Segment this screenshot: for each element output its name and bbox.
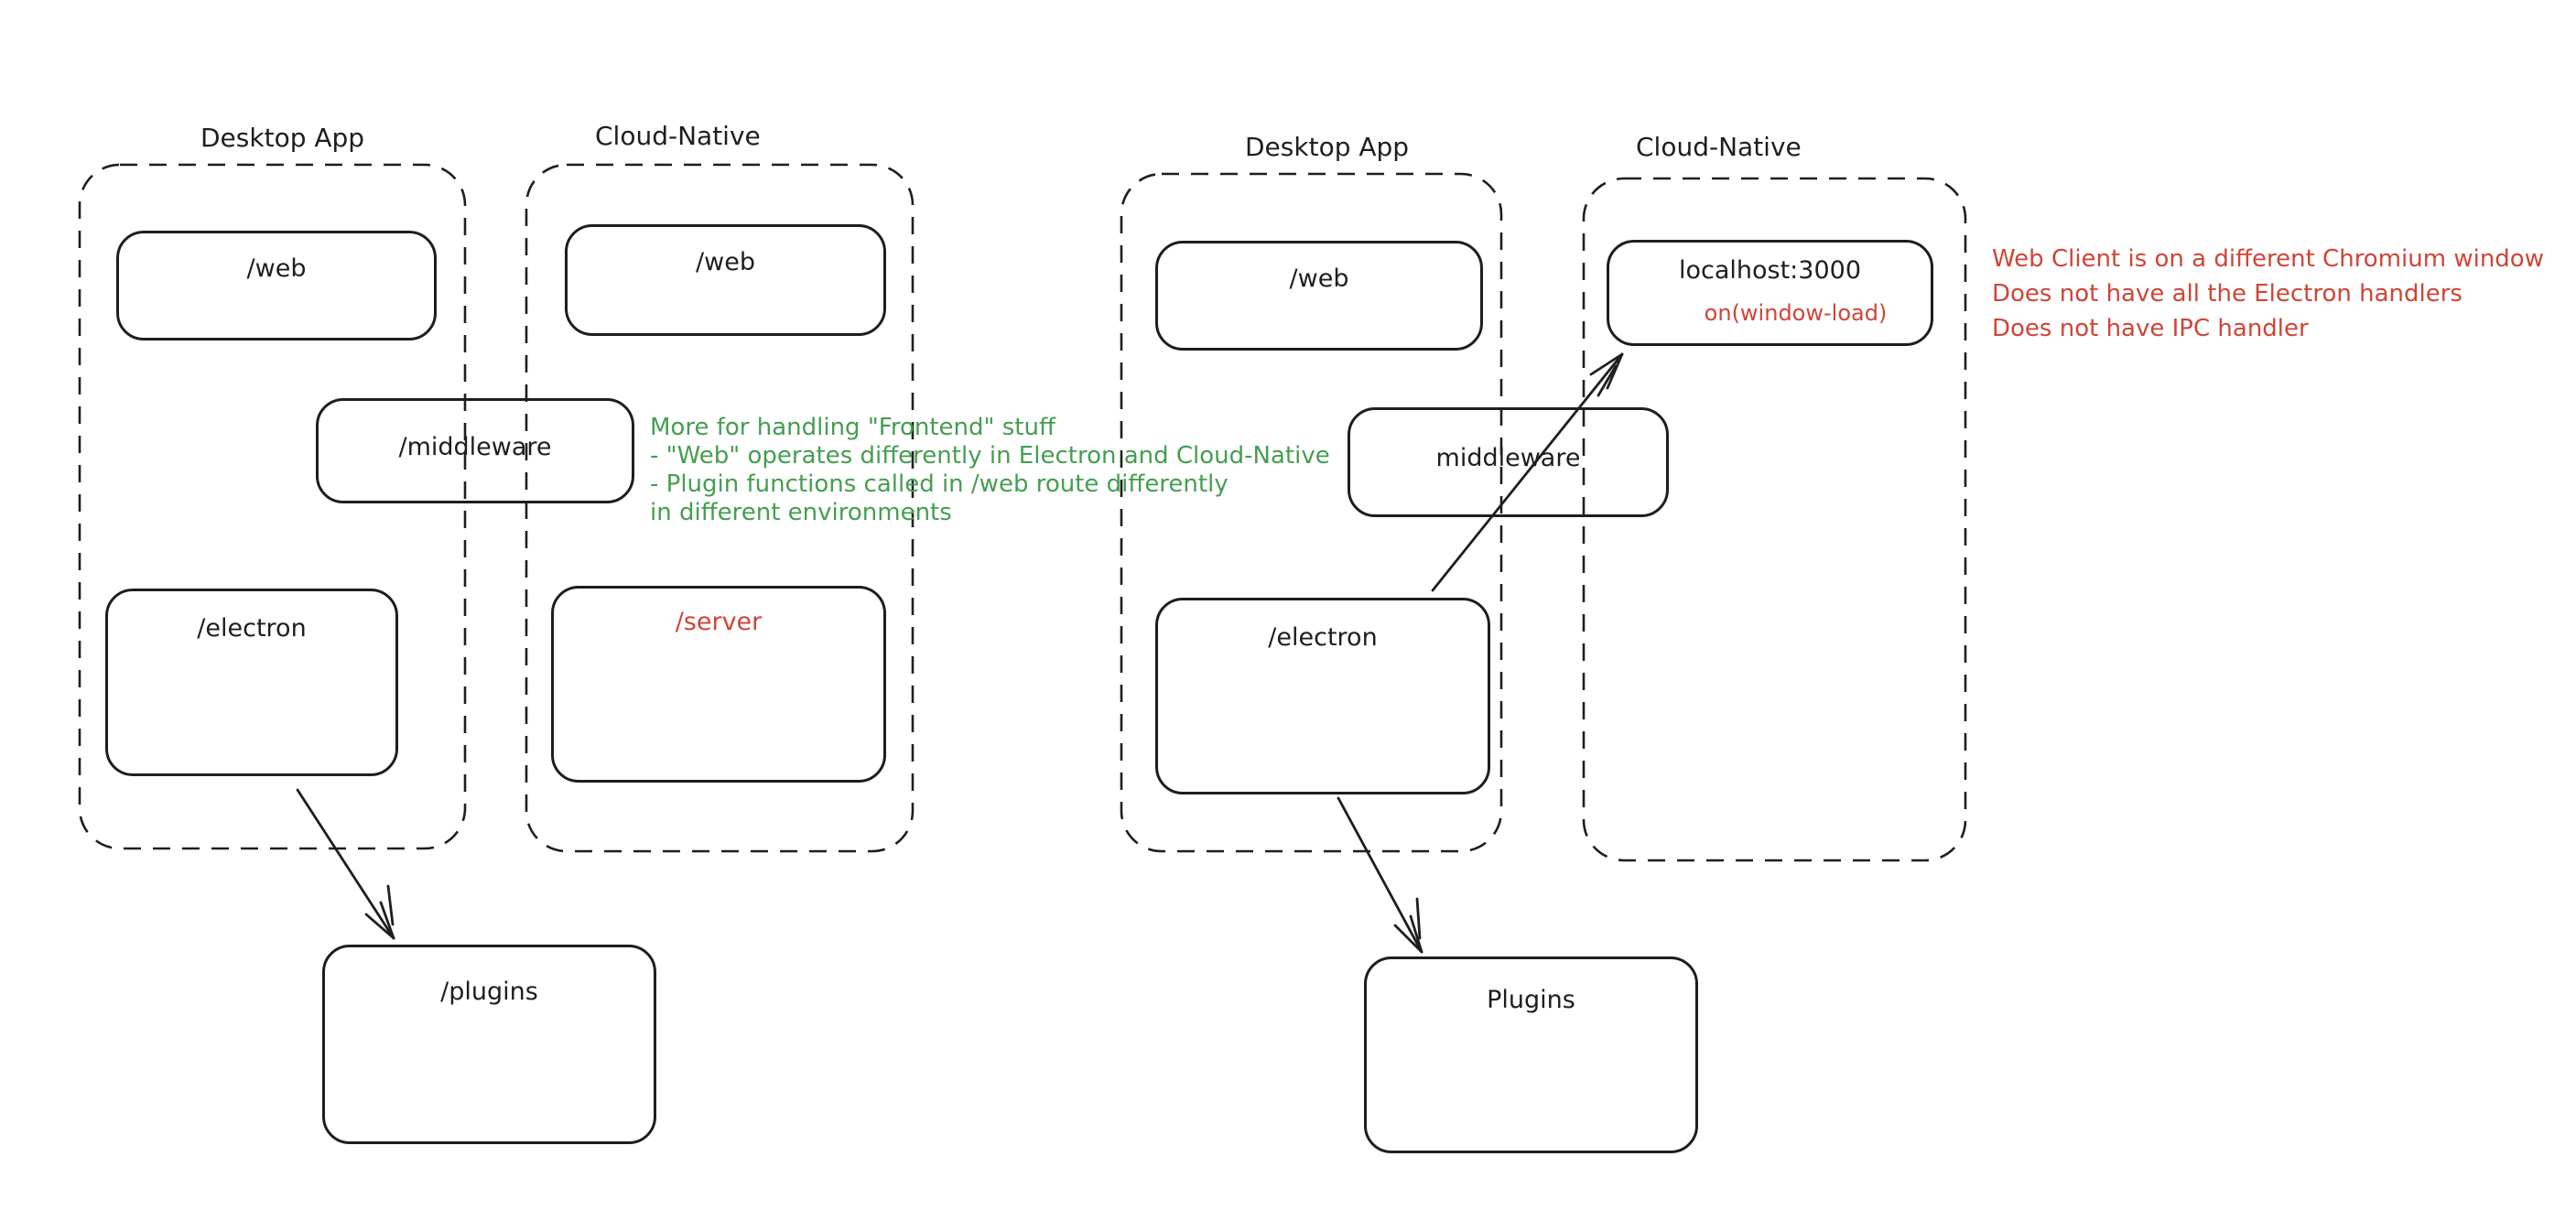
left-electron-label: /electron	[197, 614, 307, 643]
right-plugins-box: Plugins	[1364, 956, 1698, 1153]
frontend-note: More for handling "Frontend" stuff - "We…	[650, 414, 1330, 527]
web-client-note-line-2: Does not have all the Electron handlers	[1992, 280, 2462, 308]
localhost-box: localhost:3000 on(window-load)	[1607, 240, 1933, 346]
web-client-note-line-1: Web Client is on a different Chromium wi…	[1992, 245, 2544, 273]
right-middleware-box: middleware	[1348, 407, 1669, 517]
left-cloud-web-box: /web	[565, 224, 886, 336]
right-desktop-web-box: /web	[1155, 241, 1483, 351]
left-plugins-box: /plugins	[322, 945, 656, 1144]
localhost-label: localhost:3000	[1678, 256, 1861, 285]
left-server-box: /server	[551, 586, 886, 783]
frontend-note-line-1: More for handling "Frontend" stuff	[650, 414, 1055, 441]
frontend-note-line-3: - Plugin functions called in /web route …	[650, 470, 1228, 498]
left-middleware-box: /middleware	[316, 398, 634, 503]
arrow-electron-to-plugins-left	[296, 788, 395, 940]
right-electron-label: /electron	[1268, 623, 1378, 652]
right-desktop-web-label: /web	[1289, 265, 1349, 293]
web-client-note: Web Client is on a different Chromium wi…	[1992, 242, 2544, 346]
web-client-note-line-3: Does not have IPC handler	[1992, 315, 2309, 342]
window-load-label: on(window-load)	[1704, 300, 1888, 326]
right-electron-box: /electron	[1155, 598, 1490, 794]
left-middleware-label: /middleware	[398, 433, 552, 461]
right-cloud-native-label: Cloud-Native	[1636, 132, 1802, 162]
left-desktop-web-label: /web	[246, 254, 307, 283]
right-plugins-label: Plugins	[1487, 986, 1575, 1014]
left-desktop-app-label: Desktop App	[200, 123, 365, 153]
left-plugins-label: /plugins	[440, 978, 538, 1006]
left-cloud-web-label: /web	[696, 248, 755, 276]
left-server-label: /server	[675, 608, 763, 636]
left-cloud-native-label: Cloud-Native	[595, 121, 761, 151]
frontend-note-line-2: - "Web" operates differently in Electron…	[650, 442, 1330, 470]
right-desktop-app-label: Desktop App	[1245, 132, 1410, 162]
arrow-electron-to-plugins-right	[1337, 796, 1423, 954]
left-electron-box: /electron	[105, 589, 398, 776]
left-desktop-web-box: /web	[116, 231, 437, 340]
right-middleware-label: middleware	[1435, 444, 1581, 472]
frontend-note-line-4: in different environments	[650, 499, 952, 526]
